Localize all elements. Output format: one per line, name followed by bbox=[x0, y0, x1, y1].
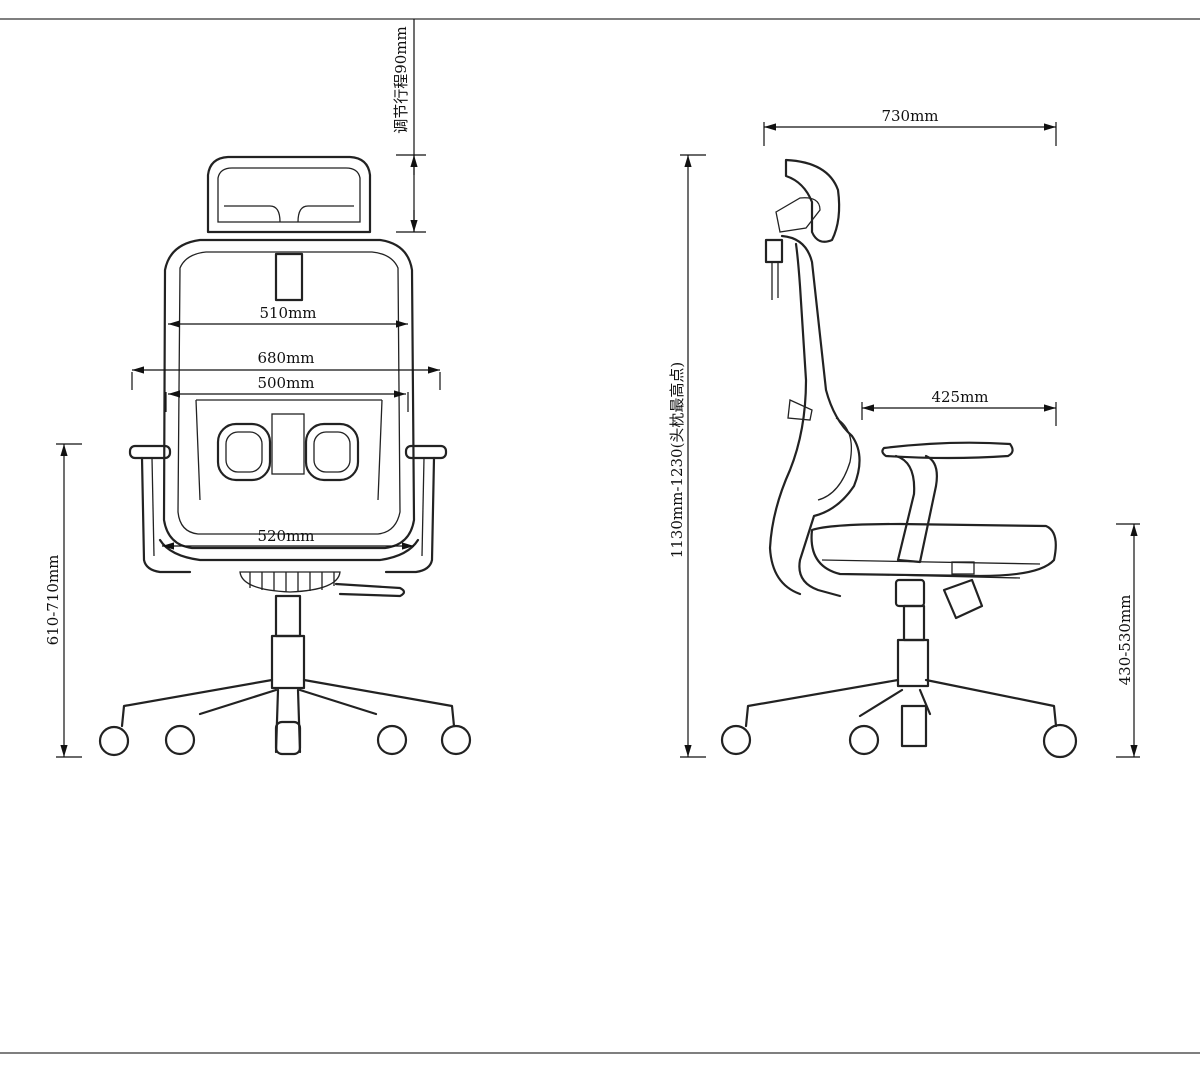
dim-seat-width: 520mm bbox=[162, 527, 414, 550]
lumbar-pad-left bbox=[216, 422, 272, 482]
front-armrest-left bbox=[128, 444, 172, 460]
front-gas-cylinder bbox=[274, 594, 302, 638]
label-overall-depth: 730mm bbox=[881, 107, 938, 125]
dim-overall-height: 1130mm-1230(头枕最高点) bbox=[668, 154, 706, 758]
side-backrest bbox=[780, 234, 861, 598]
dim-headrest-travel: 调节行程90mm bbox=[392, 19, 426, 233]
headrest-post bbox=[274, 252, 304, 302]
side-seat bbox=[810, 522, 1057, 578]
side-gas-cylinder bbox=[902, 604, 926, 642]
front-casters bbox=[98, 720, 472, 757]
side-view-chair bbox=[720, 158, 1078, 759]
label-seat-width: 520mm bbox=[257, 527, 314, 545]
dim-seat-height: 430-530mm bbox=[1116, 523, 1140, 758]
label-back-width: 510mm bbox=[259, 304, 316, 322]
label-armrest-span: 680mm bbox=[257, 349, 314, 367]
side-headrest bbox=[784, 158, 841, 243]
front-base bbox=[120, 678, 456, 728]
label-back-lower-width: 500mm bbox=[257, 374, 314, 392]
label-overall-height: 1130mm-1230(头枕最高点) bbox=[668, 362, 686, 559]
side-casters bbox=[720, 723, 1078, 759]
side-base bbox=[744, 678, 1058, 728]
front-view-chair bbox=[98, 155, 472, 757]
dim-back-lower-width: 500mm bbox=[165, 374, 409, 412]
dim-overall-depth: 730mm bbox=[763, 107, 1057, 146]
label-seat-height: 430-530mm bbox=[1116, 595, 1134, 686]
label-seat-depth: 425mm bbox=[931, 388, 988, 406]
dim-seat-depth: 425mm bbox=[861, 388, 1057, 426]
front-headrest bbox=[206, 155, 372, 234]
dim-armrest-span: 680mm bbox=[131, 349, 441, 390]
side-armrest bbox=[881, 441, 1014, 460]
label-armrest-height: 610-710mm bbox=[44, 555, 62, 646]
lumbar-pad-right bbox=[304, 422, 360, 482]
label-headrest-travel: 调节行程90mm bbox=[392, 26, 410, 134]
dim-armrest-height: 610-710mm bbox=[44, 443, 82, 758]
dim-back-width: 510mm bbox=[168, 304, 408, 328]
front-armrest-right bbox=[404, 444, 448, 460]
